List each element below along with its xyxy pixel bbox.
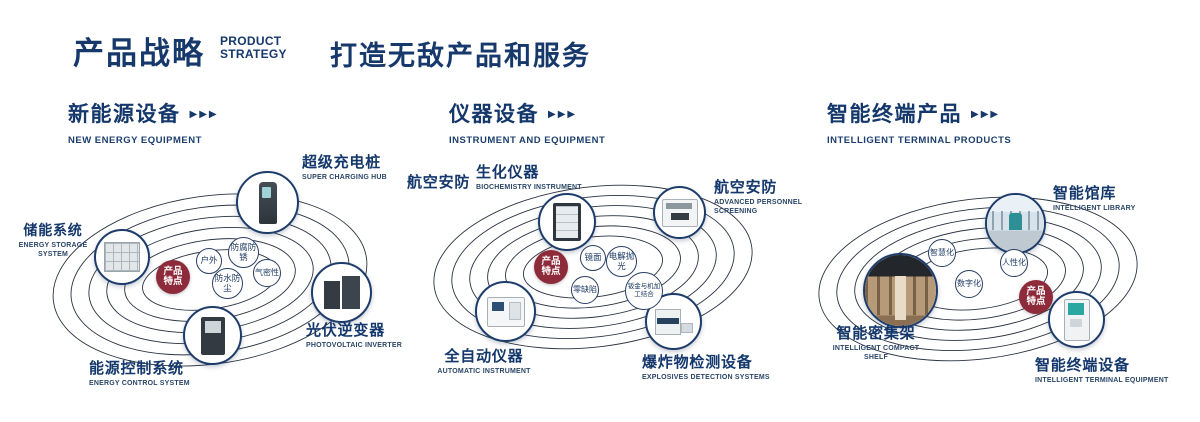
feature-tag: 数字化 <box>955 270 983 298</box>
page-subtitle: PRODUCT STRATEGY <box>220 35 287 61</box>
triple-arrow-icon: ▶▶▶ <box>548 109 578 120</box>
page-title: 产品战略 <box>73 36 205 71</box>
feature-hub-terminals: 产品特点 <box>1019 280 1053 314</box>
feature-tag: 镜面 <box>580 245 606 271</box>
feature-tag: 钣金与机加工结合 <box>625 272 663 310</box>
biochemistry-rack-image <box>553 203 581 241</box>
label-compact-shelf: 智能密集架 INTELLIGENT COMPACT SHELF <box>832 325 920 361</box>
subtitle-line-2: STRATEGY <box>220 47 287 61</box>
feature-hub-new-energy: 产品特点 <box>156 260 190 294</box>
node-compact-shelf <box>863 253 938 328</box>
subtitle-line-1: PRODUCT <box>220 34 282 48</box>
feature-tag: 户外 <box>196 248 222 274</box>
label-aviation-security-left: 航空安防 <box>407 174 471 191</box>
label-terminal-kiosk: 智能终端设备 INTELLIGENT TERMINAL EQUIPMENT <box>1035 357 1169 384</box>
library-photo-image <box>987 195 1044 252</box>
energy-storage-cabinet-image <box>104 242 140 272</box>
node-intelligent-library <box>985 193 1046 254</box>
terminal-kiosk-image <box>1063 298 1090 341</box>
triple-arrow-icon: ▶▶▶ <box>971 109 1001 120</box>
node-terminal-kiosk <box>1048 291 1105 348</box>
node-energy-control <box>183 306 242 365</box>
feature-tag: 电解抛光 <box>606 246 637 277</box>
section-subtitle: INTELLIGENT TERMINAL PRODUCTS <box>827 135 1012 146</box>
node-personnel-screening <box>653 186 706 239</box>
feature-tag: 防腐防锈 <box>228 237 259 268</box>
energy-control-cabinet-image <box>200 316 225 355</box>
charging-pile-image <box>258 181 277 224</box>
label-explosives-detector: 爆炸物检测设备 EXPLOSIVES DETECTION SYSTEMS <box>642 354 770 381</box>
node-energy-storage <box>94 229 150 285</box>
label-super-charging-hub: 超级充电桩 SUPER CHARGING HUB <box>302 154 387 181</box>
label-personnel-screening: 航空安防 ADVANCED PERSONNEL SCREENING <box>714 179 803 215</box>
node-biochemistry-instrument <box>538 193 596 251</box>
node-automatic-instrument <box>475 281 536 342</box>
feature-tag: 零缺陷 <box>571 276 599 304</box>
tagline: 打造无敌产品和服务 <box>330 41 591 71</box>
automatic-instrument-image <box>486 296 525 327</box>
triple-arrow-icon: ▶▶▶ <box>189 109 219 120</box>
label-pv-inverter: 光伏逆变器 PHOTOVOLTAIC INVERTER <box>306 322 402 349</box>
section-subtitle: NEW ENERGY EQUIPMENT <box>68 135 202 146</box>
label-intelligent-library: 智能馆库 INTELLIGENT LIBRARY <box>1053 185 1136 212</box>
feature-tag: 人性化 <box>1000 249 1028 277</box>
feature-hub-instruments: 产品特点 <box>534 250 568 284</box>
section-head-terminals: 智能终端产品 ▶▶▶ INTELLIGENT TERMINAL PRODUCTS <box>827 98 1011 146</box>
label-biochemistry-instrument: 生化仪器 BIOCHEMISTRY INSTRUMENT <box>476 164 582 191</box>
label-energy-control: 能源控制系统 ENERGY CONTROL SYSTEM <box>89 360 190 387</box>
feature-tag: 智慧化 <box>928 239 956 267</box>
explosives-detector-image <box>654 308 693 335</box>
node-super-charging-hub <box>236 171 299 234</box>
section-title: 新能源设备 <box>68 103 181 126</box>
compact-shelf-photo-image <box>865 255 936 326</box>
pv-inverter-image <box>323 276 360 309</box>
node-pv-inverter <box>311 262 372 323</box>
section-subtitle: INSTRUMENT AND EQUIPMENT <box>449 135 606 146</box>
section-title: 智能终端产品 <box>827 103 962 126</box>
feature-tag: 防水防尘 <box>212 268 243 299</box>
section-head-new-energy: 新能源设备 ▶▶▶ NEW ENERGY EQUIPMENT <box>68 98 219 146</box>
label-energy-storage: 储能系统 ENERGY STORAGE SYSTEM <box>18 222 88 258</box>
section-title: 仪器设备 <box>449 103 539 126</box>
personnel-screening-image <box>661 198 698 227</box>
section-head-instruments: 仪器设备 ▶▶▶ INSTRUMENT AND EQUIPMENT <box>449 98 605 146</box>
feature-tag: 气密性 <box>253 259 281 287</box>
label-automatic-instrument: 全自动仪器 AUTOMATIC INSTRUMENT <box>437 348 531 375</box>
